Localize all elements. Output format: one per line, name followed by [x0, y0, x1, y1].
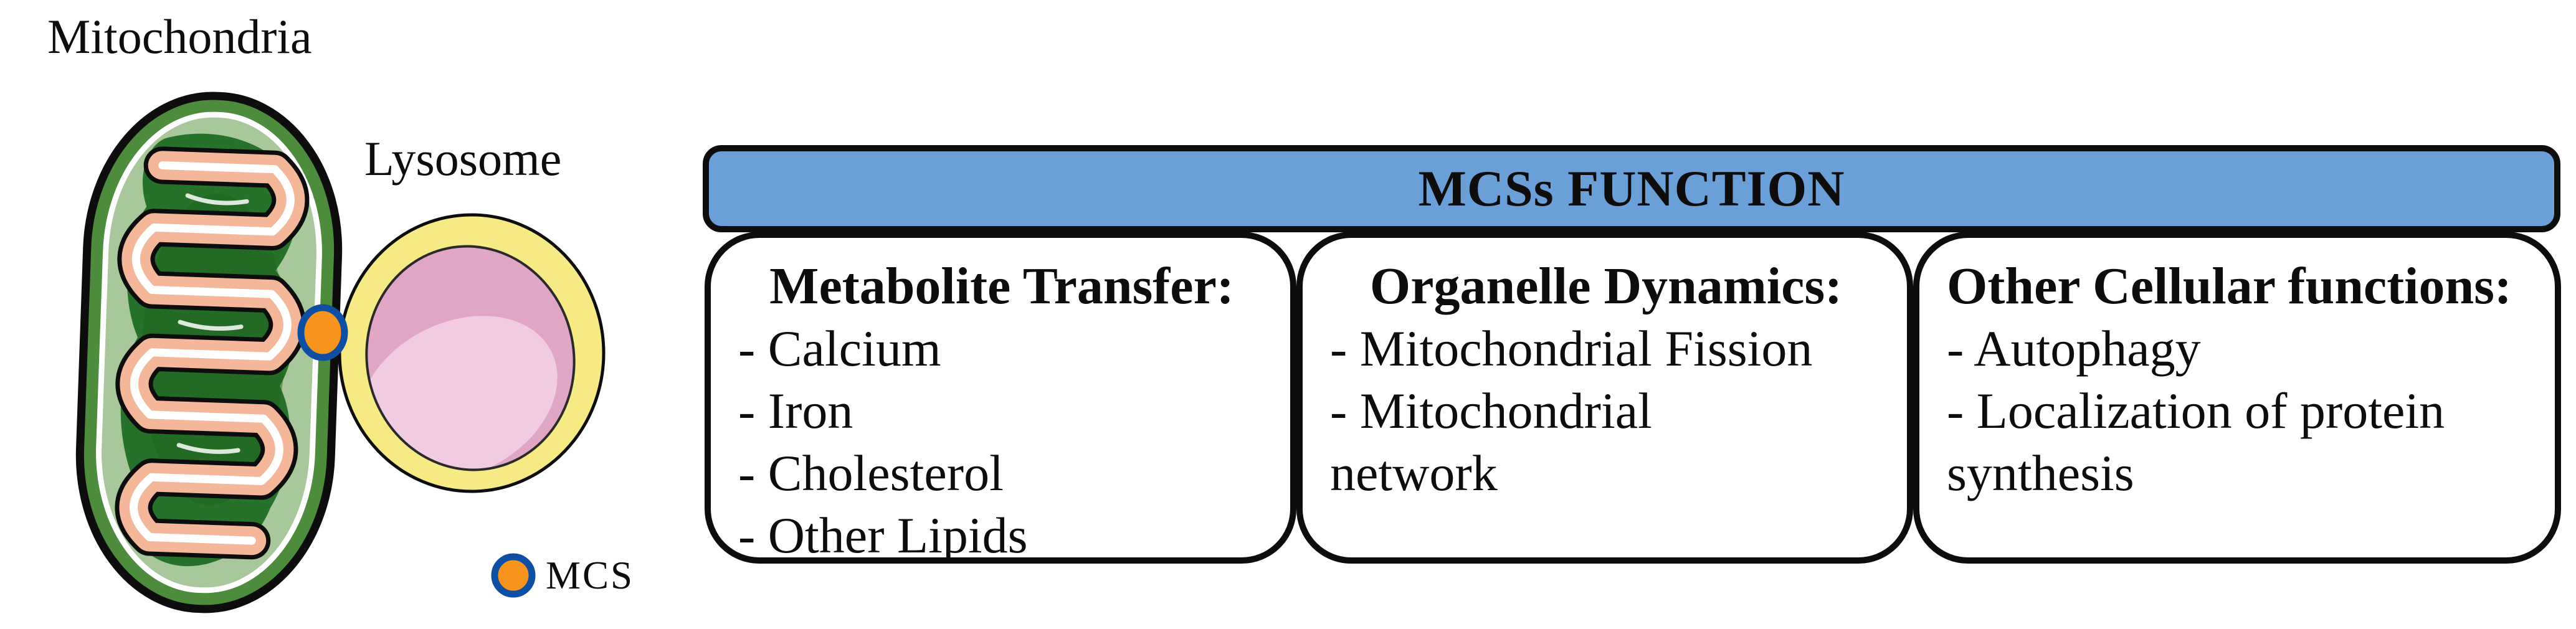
mitochondria-label: Mitochondria — [47, 9, 312, 64]
function-item: network — [1330, 445, 1498, 501]
mcs-legend: MCS — [490, 552, 634, 599]
function-item: - Other Lipids — [738, 507, 1028, 564]
function-box-organelle-dynamics: Organelle Dynamics: - Mitochondrial Fiss… — [1296, 232, 1913, 564]
lysosome-label: Lysosome — [364, 131, 562, 186]
box-title-organelle-dynamics: Organelle Dynamics: — [1369, 257, 1843, 315]
function-item: - Calcium — [738, 320, 941, 377]
function-item: - Cholesterol — [738, 445, 1004, 501]
function-item: - Mitochondrial Fission — [1330, 320, 1813, 377]
mcs-function-header-bar: MCSs FUNCTION — [703, 145, 2560, 232]
function-box-other-cellular-functions: Other Cellular functions: - Autophagy - … — [1913, 232, 2561, 564]
function-item: - Localization of protein — [1947, 382, 2445, 439]
function-item: - Iron — [738, 382, 853, 439]
mcs-legend-label: MCS — [546, 553, 635, 597]
lysosome-icon — [338, 213, 606, 493]
function-box-metabolite-transfer: Metabolite Transfer: - Calcium - Iron - … — [705, 232, 1296, 564]
box-title-metabolite-transfer: Metabolite Transfer: — [769, 257, 1234, 315]
mcs-function-header-title: MCSs FUNCTION — [1418, 160, 1845, 217]
mcs-legend-dot-icon — [491, 553, 536, 598]
function-item: - Autophagy — [1947, 320, 2201, 377]
box-title-other-cellular-functions: Other Cellular functions: — [1947, 257, 2512, 315]
function-item: - Mitochondrial — [1330, 382, 1652, 439]
function-item: synthesis — [1947, 445, 2134, 501]
mcs-contact-dot-icon — [297, 304, 348, 361]
